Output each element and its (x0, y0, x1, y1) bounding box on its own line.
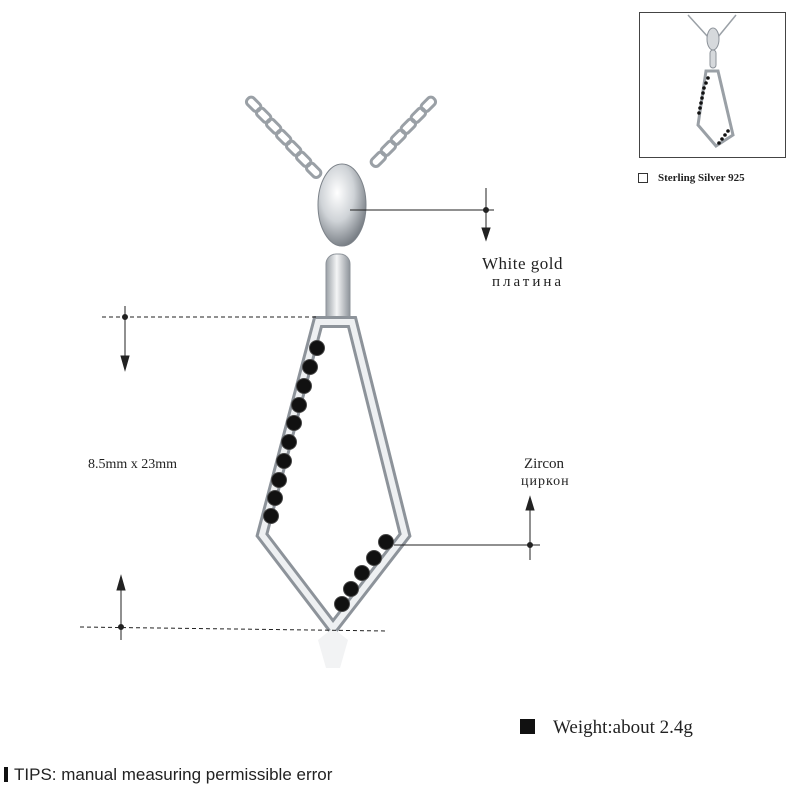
pendant-frame (255, 316, 412, 668)
chain (244, 95, 438, 180)
size-label: 8.5mm x 23mm (88, 457, 178, 472)
material-label-russian: платина (492, 274, 565, 290)
stone-leader (394, 495, 540, 560)
stone-label: Zircon (524, 456, 564, 472)
tips-note: TIPS: manual measuring permissible error (4, 765, 332, 785)
weight-text: Weight:about 2.4g (553, 717, 693, 738)
black-bar-icon (4, 767, 8, 782)
material-label: White gold (482, 254, 564, 273)
size-dimension-lines (79, 306, 389, 640)
zircon-stones (263, 340, 394, 612)
bail (317, 163, 367, 247)
thumbnail-pendant (687, 14, 737, 148)
connector (325, 253, 351, 327)
thumbnail-caption: Sterling Silver 925 (638, 172, 745, 184)
weight-info: Weight:about 2.4g (520, 717, 693, 739)
empty-square-icon (638, 173, 648, 184)
material-leader (350, 188, 494, 242)
thumbnail-caption-text: Sterling Silver 925 (658, 172, 745, 184)
black-square-icon (520, 719, 535, 734)
stone-label-russian: циркон (521, 474, 570, 489)
tips-text: TIPS: manual measuring permissible error (14, 765, 333, 784)
thumbnail-image[interactable] (639, 12, 786, 158)
